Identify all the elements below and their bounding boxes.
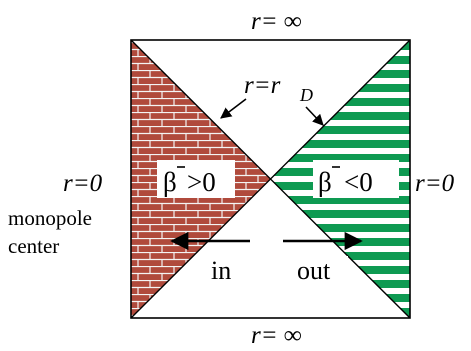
diagram-frame — [130, 39, 411, 319]
bottom-infinity-label: r= ∞ — [251, 322, 302, 349]
left-r0-label: r=0 — [63, 170, 103, 197]
top-infinity-label: r= ∞ — [251, 8, 302, 35]
beta-left-symbol: β — [163, 167, 177, 197]
out-label-background — [294, 256, 348, 284]
center-label: center — [8, 234, 59, 258]
rd-subscript: D — [299, 85, 313, 105]
beta-right-relation: <0 — [344, 167, 373, 197]
rd-pointer-right — [305, 106, 324, 126]
rd-pointer-left — [220, 98, 247, 119]
beta-left-background — [157, 160, 235, 198]
in-label: in — [211, 256, 231, 285]
beta-left-relation: >0 — [187, 167, 216, 197]
diagonal-line — [130, 39, 411, 319]
right-r0-label: r=0 — [415, 170, 455, 197]
beta-right-symbol: β — [318, 167, 332, 197]
monopole-label: monopole — [8, 206, 92, 230]
rd-label: r=r — [244, 72, 281, 99]
out-label: out — [297, 256, 331, 285]
in-label-background — [207, 256, 249, 284]
beta-right-background — [313, 160, 399, 198]
